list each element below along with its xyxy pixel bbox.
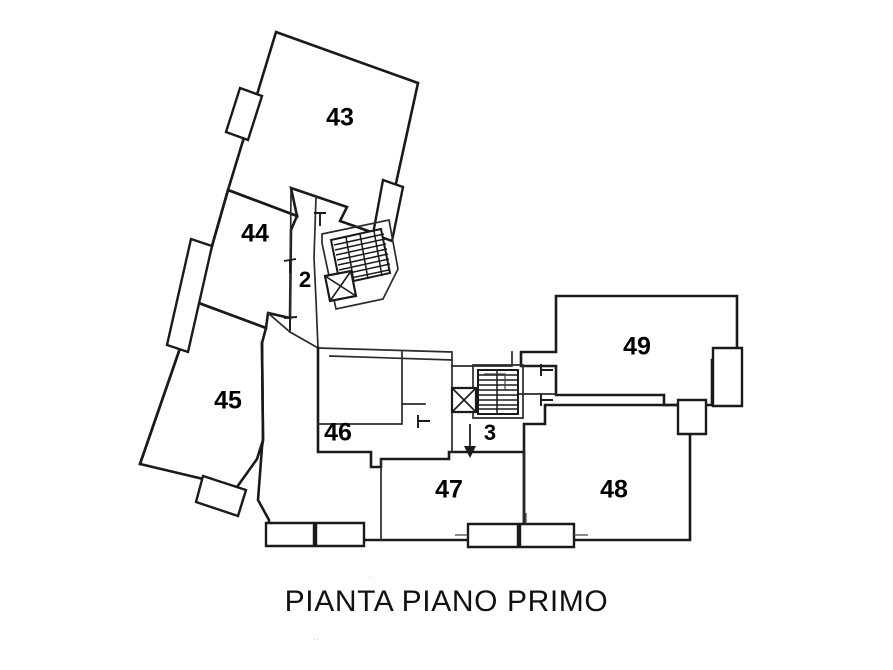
upper-core-shell bbox=[321, 218, 399, 311]
page-title: PIANTA PIANO PRIMO bbox=[284, 585, 609, 618]
room-label-48: 48 bbox=[600, 476, 628, 504]
door-marks-corridor-2 bbox=[283, 212, 326, 330]
balcony-43-left bbox=[224, 86, 264, 142]
corridor-2-right-wall bbox=[313, 196, 319, 349]
north-corridor-wall bbox=[317, 347, 453, 367]
upper-core-group bbox=[321, 218, 399, 311]
stair-treads-lower bbox=[478, 370, 518, 414]
scan-artifact-lower: ·· bbox=[313, 634, 319, 644]
room-label-45: 45 bbox=[214, 387, 242, 415]
elevator-shaft-lower-x bbox=[451, 387, 477, 413]
room-label-47: 47 bbox=[435, 476, 463, 504]
room-label-49: 49 bbox=[623, 333, 651, 361]
stair-run-lower bbox=[477, 369, 519, 415]
down-arrow-icon bbox=[464, 424, 476, 458]
room-label-46: 46 bbox=[324, 419, 352, 447]
room-label-43: 43 bbox=[326, 104, 354, 132]
stair-top-return bbox=[484, 373, 506, 390]
room-45-outline bbox=[138, 300, 268, 489]
balcony-49-right bbox=[711, 346, 744, 408]
corridor-2-bottom-edge bbox=[266, 311, 320, 350]
elevator-shaft-upper-x bbox=[324, 270, 357, 302]
corridor-label-3: 3 bbox=[484, 420, 496, 445]
main-block-group: 46 47 48 49 3 bbox=[256, 294, 744, 549]
balcony-stub-lines bbox=[455, 513, 588, 536]
corridor-3-west-wall-lower bbox=[317, 403, 403, 425]
rotated-wing-group: 2 43 44 45 bbox=[138, 30, 420, 518]
balcony-46-a bbox=[264, 521, 316, 548]
lower-core-group bbox=[450, 364, 524, 419]
corridor-label-2: 2 bbox=[299, 267, 311, 292]
room-label-44: 44 bbox=[241, 220, 269, 248]
door-marks-corridor-3 bbox=[417, 364, 553, 428]
balcony-45-bottom bbox=[194, 474, 248, 518]
scan-artifact-upper: ·· bbox=[368, 572, 374, 582]
balcony-47-a bbox=[466, 522, 520, 549]
balcony-44-45-left bbox=[165, 237, 214, 354]
balcony-46-b bbox=[314, 521, 366, 548]
room-47-46-outline bbox=[256, 341, 526, 542]
room-48-outline bbox=[522, 403, 692, 542]
north-corridor-wall-inner bbox=[329, 355, 453, 361]
balcony-48-north bbox=[676, 398, 708, 436]
balcony-47-b bbox=[518, 522, 576, 549]
